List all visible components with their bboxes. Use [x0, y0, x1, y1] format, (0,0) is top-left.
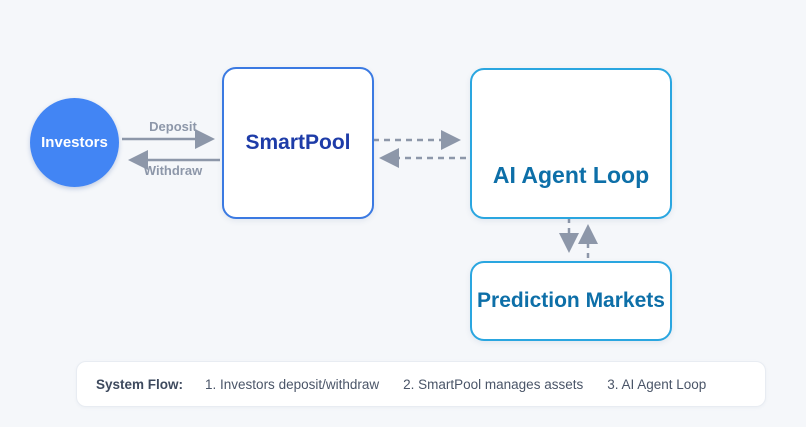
system-flow-title: System Flow: [96, 376, 184, 392]
prediction-markets-node[interactable]: Prediction Markets [470, 261, 672, 341]
system-flow-step-1: 1. Investors deposit/withdraw [205, 376, 380, 392]
prediction-markets-label: Prediction Markets [477, 289, 665, 312]
smartpool-node[interactable]: SmartPool [222, 67, 374, 219]
investors-node[interactable]: Investors [30, 98, 119, 187]
deposit-edge-label: Deposit [149, 119, 197, 134]
system-flow-footer: System Flow: 1. Investors deposit/withdr… [76, 361, 766, 407]
smartpool-label: SmartPool [245, 131, 351, 154]
ai-agent-loop-label: AI Agent Loop [492, 162, 650, 188]
investors-label: Investors [41, 134, 108, 151]
system-flow-step-3: 3. AI Agent Loop [607, 376, 707, 392]
system-flow-step-2: 2. SmartPool manages assets [403, 376, 584, 392]
ai-agent-loop-node[interactable]: AI Agent Loop [470, 68, 672, 219]
withdraw-edge-label: Withdraw [143, 163, 203, 178]
